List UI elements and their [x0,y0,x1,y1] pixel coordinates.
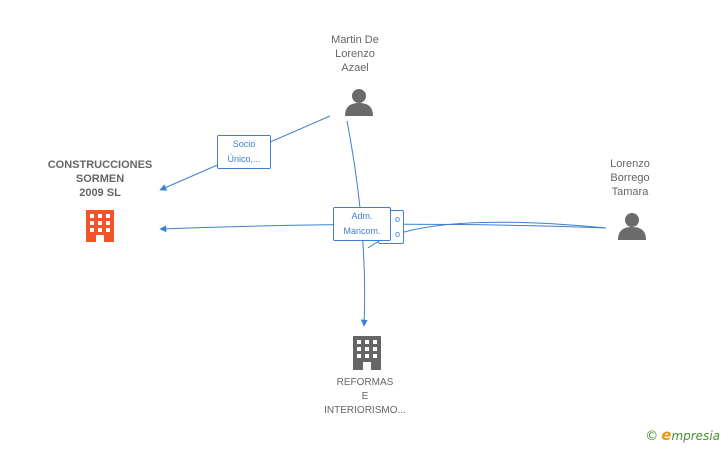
empresia-logo: ©empresia [645,426,720,444]
node-label-martin[interactable]: Martin De Lorenzo Azael [331,34,379,74]
brand-e: e [661,426,672,444]
building-icon[interactable] [86,210,114,242]
brand-name: mpresia [671,429,720,443]
edge-label-adm[interactable]: Adm. Mancom. [333,207,391,241]
person-icon[interactable] [618,213,646,240]
node-label-construcciones[interactable]: CONSTRUCCIONES SORMEN 2009 SL [47,159,153,199]
copyright-symbol: © [645,429,659,444]
node-label-lorenzo[interactable]: Lorenzo Borrego Tamara [610,158,650,198]
node-label-reformas[interactable]: REFORMAS E INTERIORISMO... [324,377,406,416]
building-icon[interactable] [353,336,381,370]
edge-label-socio[interactable]: Socio Único,... [217,135,271,169]
person-icon[interactable] [345,89,373,116]
